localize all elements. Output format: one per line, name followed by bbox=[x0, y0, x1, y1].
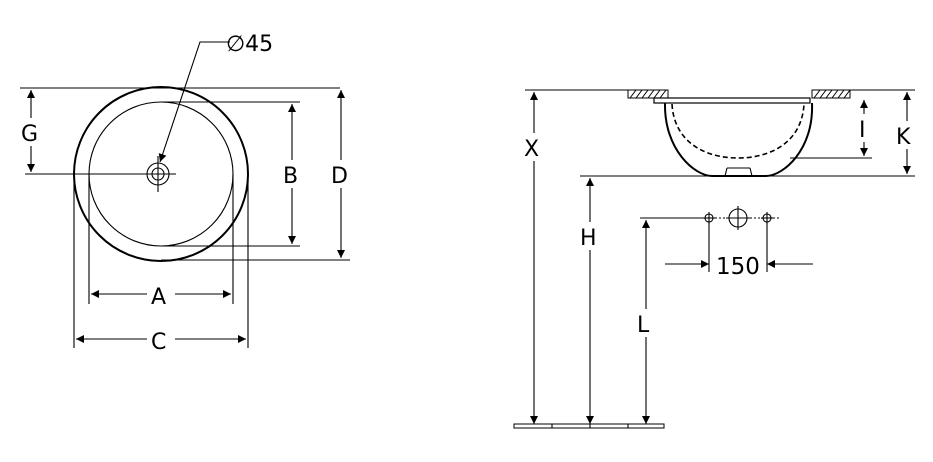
countertop-left bbox=[627, 89, 669, 99]
basin-inner-dashed bbox=[671, 103, 805, 159]
dim-label-c: C bbox=[151, 330, 166, 355]
dim-label-l: L bbox=[637, 313, 650, 338]
dim-label-150: 150 bbox=[716, 254, 760, 280]
countertop-right bbox=[811, 89, 851, 99]
dim-label-k: K bbox=[896, 125, 911, 150]
top-view: ∅45 G B D A C bbox=[18, 32, 354, 355]
dim-label-i: I bbox=[859, 118, 866, 143]
dim-label-h: H bbox=[580, 226, 597, 251]
basin-bowl-outline bbox=[663, 102, 814, 177]
basin-rim bbox=[653, 97, 811, 104]
dim-label-d: D bbox=[331, 164, 348, 189]
dim-label-a: A bbox=[151, 285, 166, 310]
side-view: X H L I K bbox=[513, 89, 921, 429]
diameter-leader bbox=[158, 41, 230, 163]
tap-holes bbox=[703, 206, 780, 230]
floor-line bbox=[513, 423, 665, 429]
dim-label-g: G bbox=[21, 122, 38, 147]
diameter-label: ∅45 bbox=[226, 32, 273, 57]
dim-label-x: X bbox=[524, 137, 539, 162]
dim-label-b: B bbox=[283, 164, 298, 189]
